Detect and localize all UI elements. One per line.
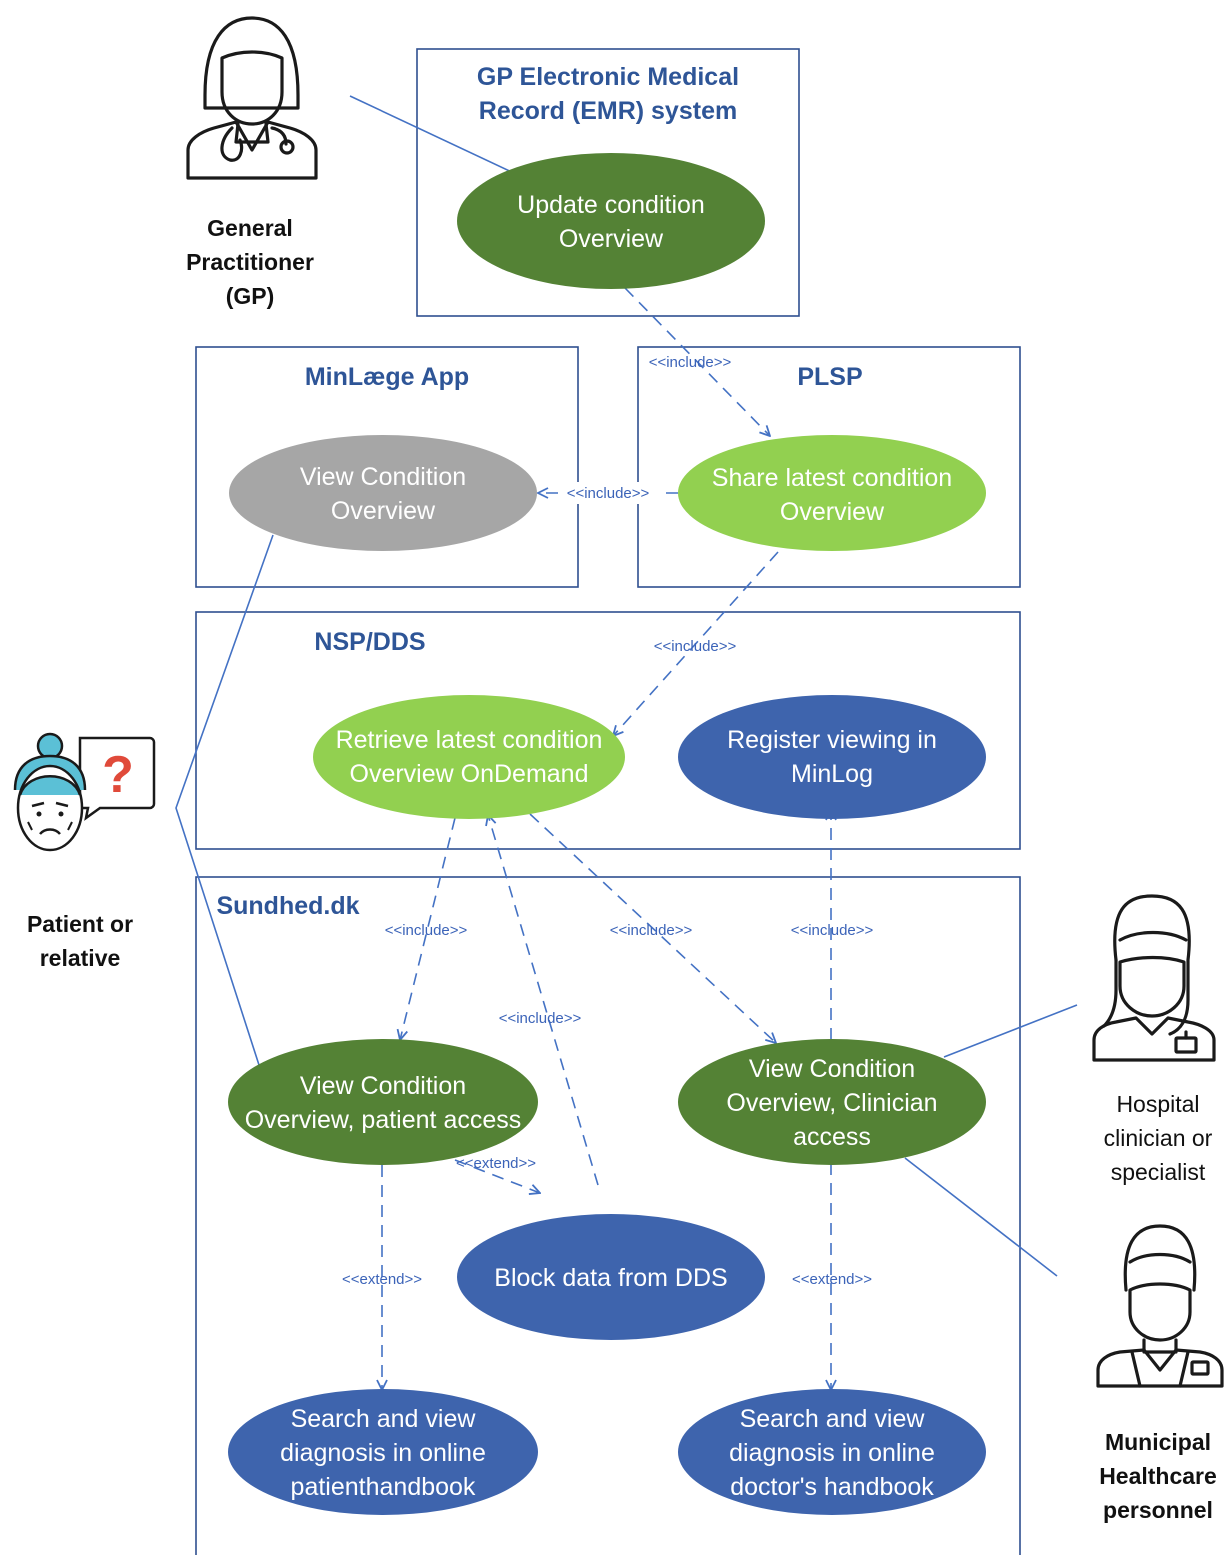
system-emr: GP Electronic Medical Record (EMR) syste… (416, 48, 800, 317)
actor-hospital-line2: clinician or (1104, 1125, 1213, 1151)
use-case-view-clinician-line2: Overview, Clinician (726, 1089, 937, 1117)
use-case-share[interactable]: Share latest condition Overview (678, 435, 986, 551)
system-plsp: PLSP (637, 346, 1021, 588)
use-case-register[interactable]: Register viewing in MinLog (678, 695, 986, 819)
use-case-block-line1: Block data from DDS (494, 1264, 727, 1292)
use-case-view-patient-line1: View Condition (300, 1072, 466, 1100)
gp-association (349, 95, 519, 176)
use-case-view-app-line2: Overview (331, 497, 436, 525)
label-share-retrieve: <<include>> (654, 638, 737, 655)
use-case-view-app-line1: View Condition (300, 463, 466, 491)
doctor-woman-stethoscope-icon (186, 16, 318, 180)
system-sundhed: Sundhed.dk (195, 876, 1021, 1555)
masked-nurse-icon (1096, 1224, 1224, 1388)
use-case-register-line1: Register viewing in (727, 726, 937, 754)
dep-retrieve-viewpatient (400, 817, 456, 1040)
use-case-retrieve[interactable]: Retrieve latest condition Overview OnDem… (313, 695, 625, 819)
label-retrieve-viewclinician: <<include>> (610, 922, 693, 939)
dep-patient-block (454, 1159, 540, 1193)
actor-patient-line1: Patient or (27, 911, 133, 937)
use-case-search-patient-line2: diagnosis in online (280, 1439, 486, 1467)
label-update-share: <<include>> (649, 354, 732, 371)
use-case-register-line2: MinLog (791, 760, 873, 788)
actor-hospital-line3: specialist (1111, 1159, 1206, 1185)
system-emr-title-line2: Record (EMR) system (479, 97, 737, 125)
label-share-viewapp-bg (558, 482, 658, 504)
use-case-search-patient-line3: patienthandbook (291, 1473, 476, 1501)
system-minlaege: MinLæge App (195, 346, 579, 588)
actor-patient: ? Patient or relative (13, 732, 156, 971)
actor-gp-line2: Practitioner (186, 249, 314, 275)
label-clinician-register: <<include>> (791, 922, 874, 939)
use-case-view-clinician[interactable]: View Condition Overview, Clinician acces… (678, 1039, 986, 1165)
use-case-share-line2: Overview (780, 498, 885, 526)
use-case-search-doctor-line3: doctor's handbook (730, 1473, 934, 1501)
relation-labels: <<include>> <<include>> <<include>> <<in… (342, 354, 874, 1288)
label-block-retrieve: <<include>> (499, 1010, 582, 1027)
label-retrieve-viewpatient: <<include>> (385, 922, 468, 939)
use-case-view-clinician-line1: View Condition (749, 1055, 915, 1083)
actor-gp-line3: (GP) (226, 283, 275, 309)
actor-hospital: Hospital clinician or specialist (1092, 894, 1216, 1185)
masked-clinician-icon (1092, 894, 1216, 1062)
hospital-association (943, 1004, 1078, 1058)
dep-share-retrieve (613, 551, 779, 736)
actor-municipal-line3: personnel (1103, 1497, 1213, 1523)
actor-hospital-line1: Hospital (1116, 1091, 1199, 1117)
use-case-share-line1: Share latest condition (712, 464, 952, 492)
municipal-association (904, 1157, 1058, 1277)
use-case-search-doctor-line1: Search and view (740, 1405, 926, 1433)
system-sundhed-title: Sundhed.dk (216, 892, 359, 920)
use-case-update-line2: Overview (559, 225, 664, 253)
use-case-search-patient-line1: Search and view (291, 1405, 477, 1433)
label-patient-search: <<extend>> (342, 1271, 422, 1288)
patient-association (175, 534, 274, 1066)
actor-patient-line2: relative (40, 945, 121, 971)
system-minlaege-title: MinLæge App (305, 363, 469, 391)
use-case-retrieve-line2: Overview OnDemand (350, 760, 589, 788)
label-share-viewapp: <<include>> (567, 485, 650, 502)
use-case-search-doctor[interactable]: Search and view diagnosis in online doct… (678, 1389, 986, 1515)
actor-municipal-line2: Healthcare (1099, 1463, 1217, 1489)
system-plsp-title: PLSP (797, 363, 862, 391)
elderly-patient-question-icon: ? (13, 732, 156, 852)
dep-block-retrieve (488, 815, 599, 1186)
system-nsp-title: NSP/DDS (314, 628, 425, 656)
dep-retrieve-viewclinician (529, 813, 776, 1043)
use-case-view-app[interactable]: View Condition Overview (229, 435, 537, 551)
label-clinician-search: <<extend>> (792, 1271, 872, 1288)
dep-update-share (624, 287, 770, 436)
use-case-view-clinician-line3: access (793, 1123, 871, 1151)
actor-gp: General Practitioner (GP) (186, 16, 318, 309)
use-case-block[interactable]: Block data from DDS (457, 1214, 765, 1340)
actor-municipal: Municipal Healthcare personnel (1096, 1224, 1224, 1523)
use-case-update[interactable]: Update condition Overview (457, 153, 765, 289)
use-case-update-line1: Update condition (517, 191, 705, 219)
system-nsp: NSP/DDS (195, 611, 1021, 850)
use-case-search-doctor-line2: diagnosis in online (729, 1439, 935, 1467)
label-patient-block: <<extend>> (456, 1155, 536, 1172)
question-mark-icon: ? (102, 746, 134, 804)
use-case-view-patient-line2: Overview, patient access (245, 1106, 522, 1134)
actor-gp-line1: General (207, 215, 293, 241)
use-case-retrieve-line1: Retrieve latest condition (336, 726, 603, 754)
associations (175, 95, 1078, 1277)
use-case-view-patient[interactable]: View Condition Overview, patient access (228, 1039, 538, 1165)
actor-municipal-line1: Municipal (1105, 1429, 1211, 1455)
use-case-search-patient[interactable]: Search and view diagnosis in online pati… (228, 1389, 538, 1515)
system-emr-title-line1: GP Electronic Medical (477, 63, 739, 91)
